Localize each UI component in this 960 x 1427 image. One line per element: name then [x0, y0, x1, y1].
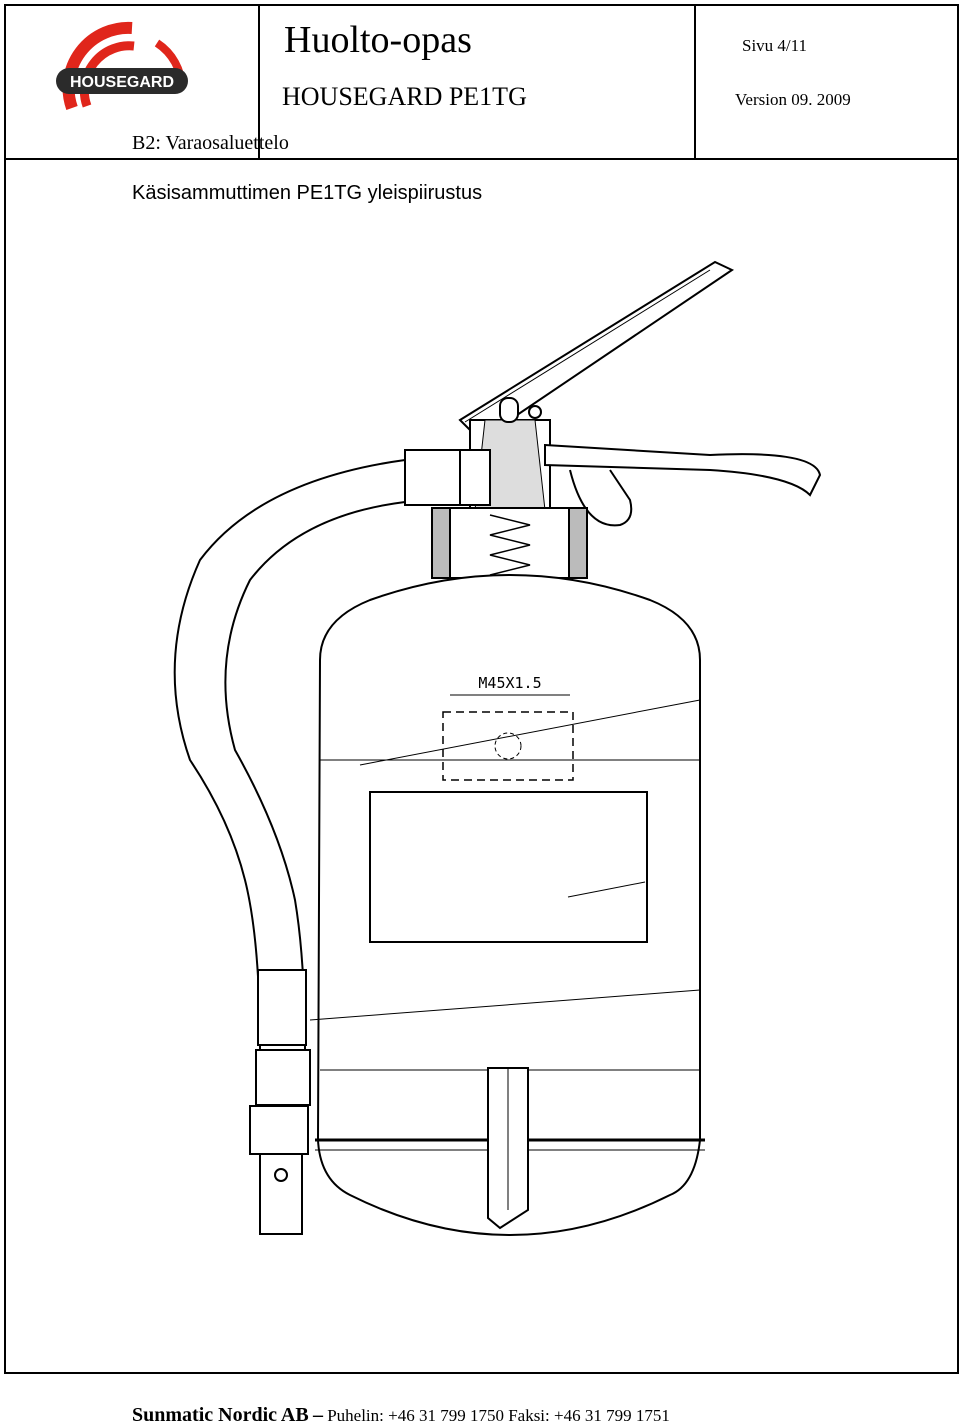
product-name: HOUSEGARD PE1TG: [282, 82, 527, 111]
section-title: B2: Varaosaluettelo: [132, 132, 289, 154]
document-title: Huolto-opas: [284, 19, 472, 61]
housegard-logo: HOUSEGARD: [56, 21, 188, 111]
footer-company: Sunmatic Nordic AB: [132, 1404, 309, 1426]
footer: Sunmatic Nordic AB – Puhelin: +46 31 799…: [132, 1404, 670, 1427]
svg-text:M45X1.5: M45X1.5: [478, 674, 541, 692]
extinguisher-drawing: M45X1.5: [173, 260, 822, 1237]
nozzle: [255, 1049, 311, 1106]
header-divider: [4, 158, 959, 160]
valve-spring: [489, 514, 531, 576]
discharge-hose: [173, 459, 406, 1051]
label-panel: [369, 791, 648, 943]
page-number: Sivu 4/11: [742, 36, 808, 55]
footer-contact: Puhelin: +46 31 799 1750 Faksi: +46 31 7…: [327, 1406, 670, 1425]
valve-nut: [431, 507, 588, 579]
header-column-divider: [694, 4, 696, 160]
carry-handle: [544, 443, 822, 497]
drawing-caption: Käsisammuttimen PE1TG yleispiirustus: [132, 182, 483, 204]
footer-dash: –: [312, 1404, 323, 1426]
header-column-divider: [258, 4, 260, 160]
version-label: Version 09. 2009: [735, 90, 851, 109]
svg-text:HOUSEGARD: HOUSEGARD: [70, 74, 174, 91]
page-frame: [4, 4, 959, 1374]
hose-connector: [404, 449, 461, 506]
